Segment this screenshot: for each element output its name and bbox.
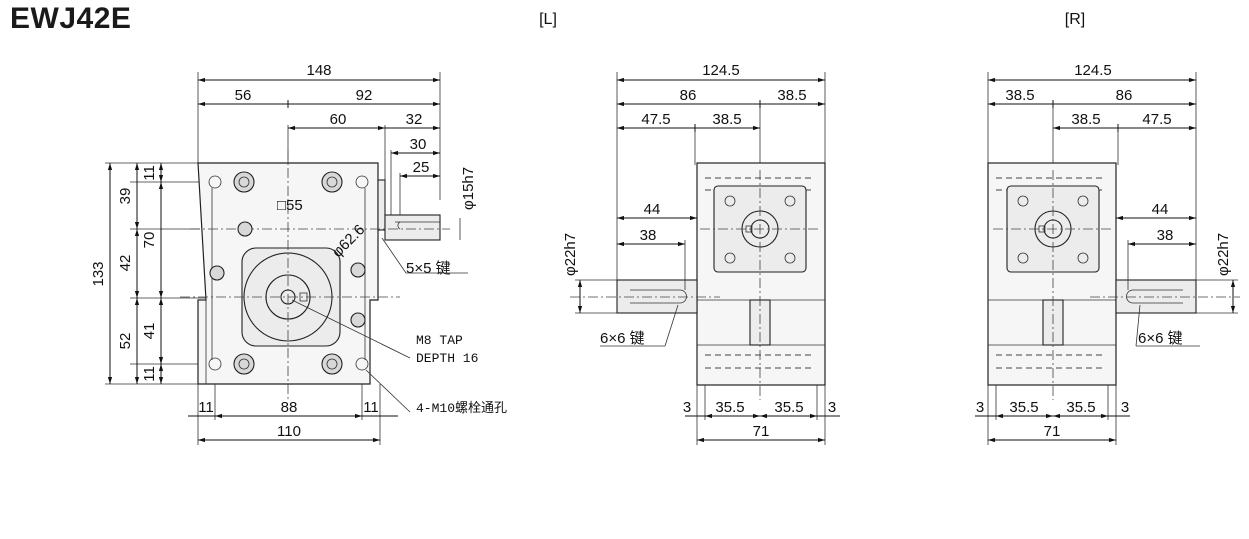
r-key-len: 38 [1157,227,1174,244]
l-edge-l: 3 [683,399,691,416]
r-key: 6×6 键 [1138,330,1183,347]
dim-base-width: 110 [277,423,301,440]
r-dim-d: 47.5 [1142,111,1171,128]
dim-base-right: 11 [363,399,379,416]
input-shaft [384,214,441,241]
dim-center-mid: 42 [117,255,134,272]
r-dim-c: 38.5 [1071,111,1100,128]
front-view: 148 56 92 60 32 30 25 133 39 42 [90,62,507,445]
dim-right-offset: 92 [356,87,373,104]
note-bolts: 4-M10螺栓通孔 [416,401,507,416]
r-dim-a: 38.5 [1005,87,1034,104]
r-dim-overall: 124.5 [1074,62,1112,79]
r-shaft-len: 44 [1152,201,1169,218]
left-view-label: [L] [539,11,557,28]
r-half-r: 35.5 [1066,399,1095,416]
dim-height-total: 133 [90,261,107,286]
r-dim-b: 86 [1116,87,1133,104]
dim-lower-bolt: 11 [141,366,158,382]
l-half-r: 35.5 [774,399,803,416]
note-square: □55 [277,197,303,214]
l-shaft-len: 44 [644,201,661,218]
dim-mid-h: 70 [141,232,158,249]
model-title: EWJ42E [10,2,132,35]
note-depth: DEPTH 16 [416,351,478,366]
l-key-len: 38 [640,227,657,244]
dim-base-mid: 88 [281,399,298,416]
dim-shaft-total: 32 [406,111,423,128]
l-dim-overall: 124.5 [702,62,740,79]
l-shaft-dia: φ22h7 [562,233,579,276]
r-half-l: 35.5 [1009,399,1038,416]
dim-key-length: 25 [413,159,430,176]
mounting-bolts [208,171,369,375]
left-view: [L] 124.5 86 38.5 47.5 38.5 [539,11,840,445]
dim-center-shaft: 60 [330,111,347,128]
l-half-l: 35.5 [715,399,744,416]
r-width: 71 [1044,423,1061,440]
l-dim-d: 38.5 [712,111,741,128]
note-key: 5×5 键 [406,260,451,277]
dim-upper-bolt: 11 [141,165,158,181]
dim-base-left: 11 [198,399,214,416]
dim-upper-h: 39 [117,188,134,205]
l-dim-c: 47.5 [641,111,670,128]
r-edge-r: 3 [1121,399,1129,416]
note-shaft-dia: φ15h7 [460,167,477,210]
r-edge-l: 3 [976,399,984,416]
l-edge-r: 3 [828,399,836,416]
right-view: [R] 124.5 38.5 86 38.5 47.5 [975,11,1240,445]
l-dim-b: 38.5 [777,87,806,104]
r-output-shaft [1115,279,1197,314]
l-dim-a: 86 [680,87,697,104]
dim-lower-mid: 41 [141,323,158,340]
r-shaft-dia: φ22h7 [1215,233,1232,276]
note-tap: M8 TAP [416,333,463,348]
dim-lower-h: 52 [117,333,134,350]
dim-left-offset: 56 [235,87,252,104]
l-width: 71 [753,423,770,440]
dim-shaft-length: 30 [410,136,427,153]
right-view-label: [R] [1065,11,1085,28]
l-output-shaft [616,279,698,314]
l-key: 6×6 键 [600,330,645,347]
dim-overall-width: 148 [306,62,331,79]
